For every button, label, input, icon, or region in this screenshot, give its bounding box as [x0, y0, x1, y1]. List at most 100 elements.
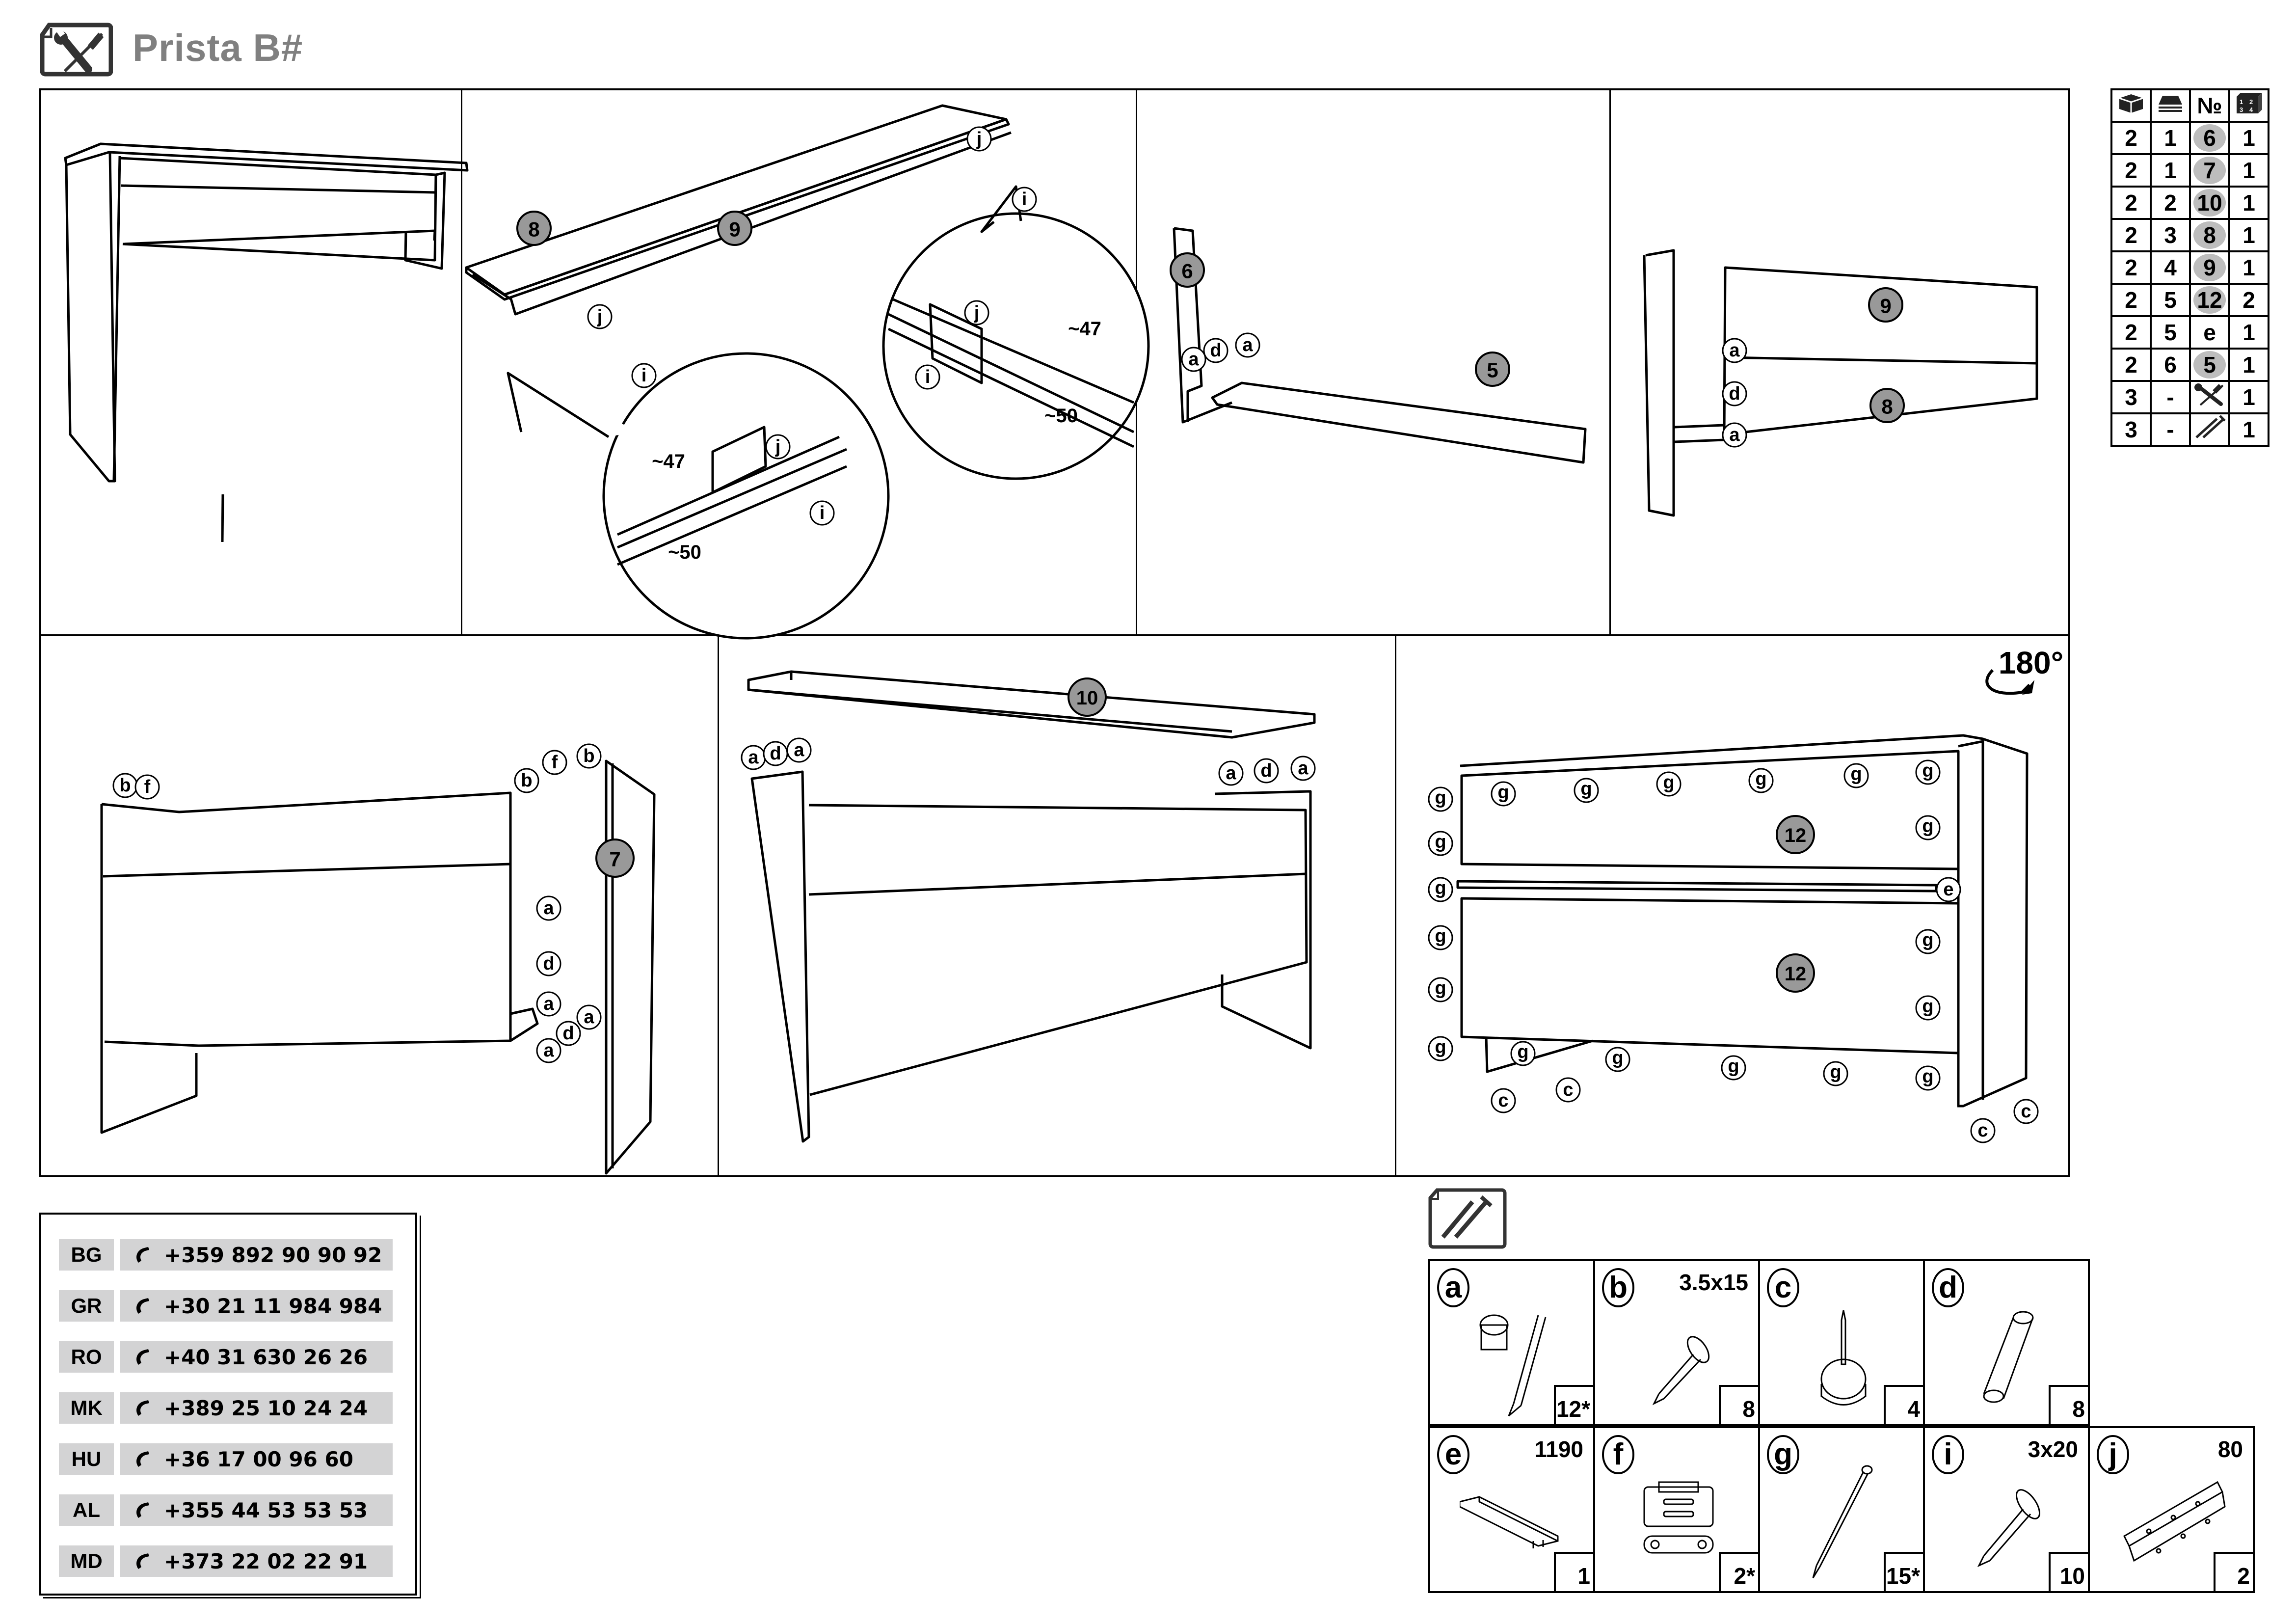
phone-icon	[136, 1451, 149, 1467]
phone-number[interactable]: +359 892 90 90 92	[164, 1243, 382, 1267]
country-code: AL	[59, 1494, 114, 1526]
country-code: MK	[59, 1392, 114, 1424]
hardware-qty: 10	[2049, 1552, 2090, 1593]
hardware-qty: 15*	[1884, 1552, 1925, 1593]
hardware-size: 3x20	[2028, 1436, 2078, 1462]
hardware-item-a: a 12*	[1428, 1259, 1595, 1426]
phone-icon	[136, 1247, 149, 1263]
tools-document-icon	[40, 23, 113, 77]
part-number: e	[2189, 315, 2230, 350]
hardware-item-b: b 3.5x15 8	[1593, 1259, 1760, 1426]
divider	[461, 90, 462, 635]
screw-icon	[1652, 1336, 1710, 1406]
part-number-badge: 7	[2193, 157, 2226, 184]
hardware-item-f: f 2*	[1593, 1426, 1760, 1593]
hardware-size: 1190	[1534, 1436, 1583, 1462]
cam-lock-icon	[1479, 1314, 1547, 1417]
hardware-item-i: i 3x20 10	[1923, 1426, 2090, 1593]
stack-icon	[2150, 88, 2191, 123]
hardware-letter: f	[1602, 1435, 1634, 1474]
hardware-letter: a	[1437, 1268, 1469, 1307]
contact-row: RO +40 31 630 26 26	[59, 1341, 393, 1373]
phone-number[interactable]: +30 21 11 984 984	[164, 1294, 382, 1318]
hardware-letter: e	[1437, 1435, 1469, 1474]
hardware-letter: d	[1932, 1268, 1964, 1307]
hardware-qty: 2*	[1719, 1552, 1760, 1593]
h-profile-icon	[1460, 1496, 1559, 1548]
screws-icon	[2189, 412, 2230, 447]
dowel-icon	[1983, 1311, 2034, 1403]
hardware-qty: 1	[1554, 1552, 1595, 1593]
phone-icon	[136, 1298, 149, 1314]
contact-row: AL +355 44 53 53 53	[59, 1494, 393, 1526]
divider	[1609, 90, 1611, 635]
country-code: HU	[59, 1443, 114, 1475]
hardware-item-j: j 80 2	[2088, 1426, 2255, 1593]
part-number-badge: 6	[2193, 124, 2226, 152]
magnetic-catch-icon	[1643, 1481, 1714, 1554]
number-sign: №	[2189, 88, 2230, 123]
parts-table-row: 3- 1	[2110, 412, 2269, 447]
nail-icon	[1812, 1465, 1873, 1578]
divider	[41, 634, 2068, 636]
contact-row: BG +359 892 90 90 92	[59, 1239, 393, 1271]
phone-number[interactable]: +389 25 10 24 24	[164, 1396, 368, 1420]
hardware-qty: 8	[2049, 1385, 2090, 1426]
hardware-qty: 2	[2214, 1552, 2255, 1593]
part-number-badge: 12	[2193, 286, 2226, 314]
phone-number[interactable]: +355 44 53 53 53	[164, 1498, 368, 1522]
part-number-badge: 8	[2193, 221, 2226, 249]
phone-number[interactable]: +40 31 630 26 26	[164, 1345, 368, 1369]
hardware-letter: i	[1932, 1435, 1964, 1474]
hardware-item-c: c 4	[1758, 1259, 1925, 1426]
svg-text:2: 2	[2249, 98, 2253, 106]
support-contacts: BG+359 892 90 90 92 GR+30 21 11 984 984 …	[39, 1213, 417, 1596]
parts-table-row: 3- 1	[2110, 380, 2269, 414]
hardware-letter: g	[1767, 1435, 1799, 1474]
hardware-letter: j	[2097, 1435, 2129, 1474]
phone-icon	[136, 1502, 149, 1518]
contact-row: GR+30 21 11 984 984	[59, 1290, 393, 1322]
hardware-qty: 4	[1884, 1385, 1925, 1426]
phone-number[interactable]: +36 17 00 96 60	[164, 1447, 353, 1471]
piano-hinge-icon	[2123, 1481, 2226, 1562]
divider	[1395, 635, 1396, 1177]
hardware-qty: 8	[1719, 1385, 1760, 1426]
svg-text:3: 3	[2240, 106, 2243, 113]
screw-icon	[1977, 1489, 2040, 1568]
phone-icon	[136, 1553, 149, 1569]
contact-row: MK +389 25 10 24 24	[59, 1392, 393, 1424]
part-number-badge: 9	[2193, 254, 2226, 281]
svg-text:1: 1	[2240, 98, 2243, 106]
hardware-size: 80	[2217, 1436, 2243, 1462]
felt-pad-nail-icon	[1820, 1310, 1867, 1406]
part-number-badge: 5	[2193, 351, 2226, 379]
tools-icon	[2189, 380, 2230, 414]
phone-icon	[136, 1349, 149, 1365]
phone-number[interactable]: +373 22 02 22 91	[164, 1549, 368, 1573]
hardware-item-d: d 8	[1923, 1259, 2090, 1426]
package-icon	[2110, 88, 2152, 123]
svg-text:4: 4	[2249, 106, 2253, 113]
part-number-badge: 10	[2193, 189, 2226, 217]
country-code: RO	[59, 1341, 114, 1373]
divider	[1136, 90, 1137, 635]
hardware-letter: c	[1767, 1268, 1799, 1307]
country-code: BG	[59, 1239, 114, 1271]
screws-document-icon	[1428, 1188, 1507, 1249]
hardware-qty: 12*	[1554, 1385, 1595, 1426]
country-code: MD	[59, 1545, 114, 1577]
phone-icon	[136, 1400, 149, 1416]
hardware-letter: b	[1602, 1268, 1634, 1307]
